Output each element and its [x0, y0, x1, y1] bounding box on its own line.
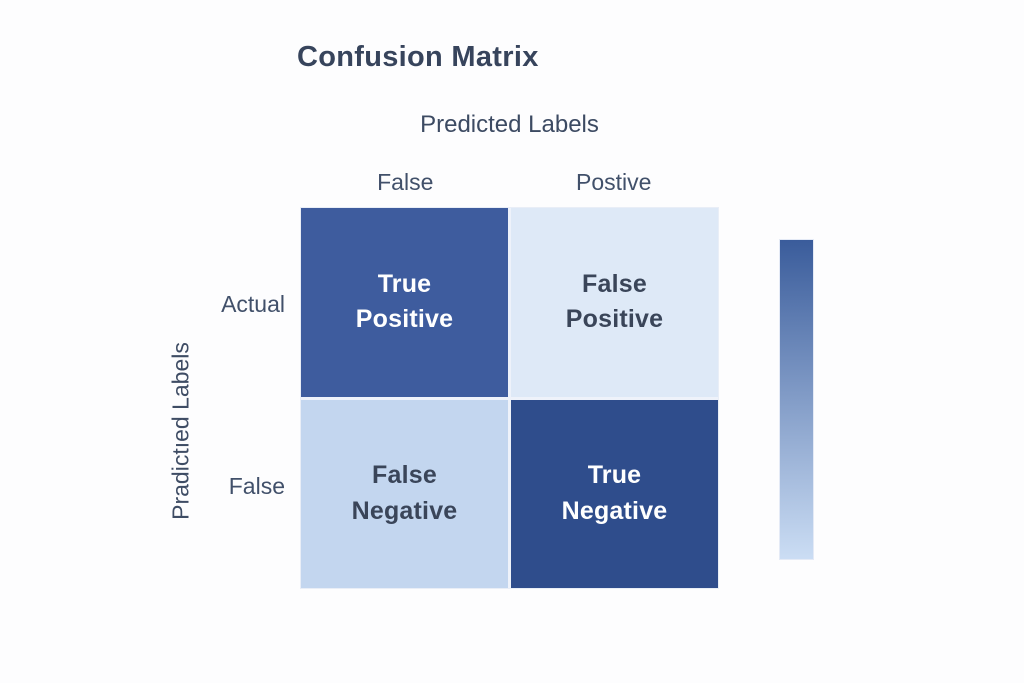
cell-text-line2: Positive	[565, 305, 664, 334]
row-label-actual: Actual	[221, 291, 285, 317]
cell-text-line1: True	[587, 461, 642, 490]
cell-text-line1: False	[372, 461, 437, 490]
cell-text-line1: False	[582, 269, 647, 298]
cell-text-line1: True	[377, 269, 432, 298]
colorbar	[779, 239, 814, 560]
cell-false-negative: False Negative	[301, 399, 508, 588]
column-label-postive: Postive	[576, 169, 652, 195]
page-title: Confusion Matrix	[297, 41, 539, 73]
x-axis-title: Predicted Labels	[420, 111, 599, 138]
cell-false-positive: False Positive	[511, 208, 718, 397]
cell-text-line2: Positive	[355, 305, 454, 334]
y-axis-title: Pradictıed Labels	[167, 342, 194, 520]
row-label-false: False	[228, 473, 285, 499]
column-label-false: False	[377, 169, 434, 195]
cell-true-negative: True Negative	[511, 399, 718, 588]
cell-true-positive: True Positive	[301, 208, 508, 397]
matrix-grid: True Positive False Positive False Negat…	[300, 207, 719, 589]
cell-text-line2: Negative	[351, 496, 458, 525]
column-labels: False Postive	[301, 169, 718, 196]
cell-text-line2: Negative	[561, 496, 668, 525]
